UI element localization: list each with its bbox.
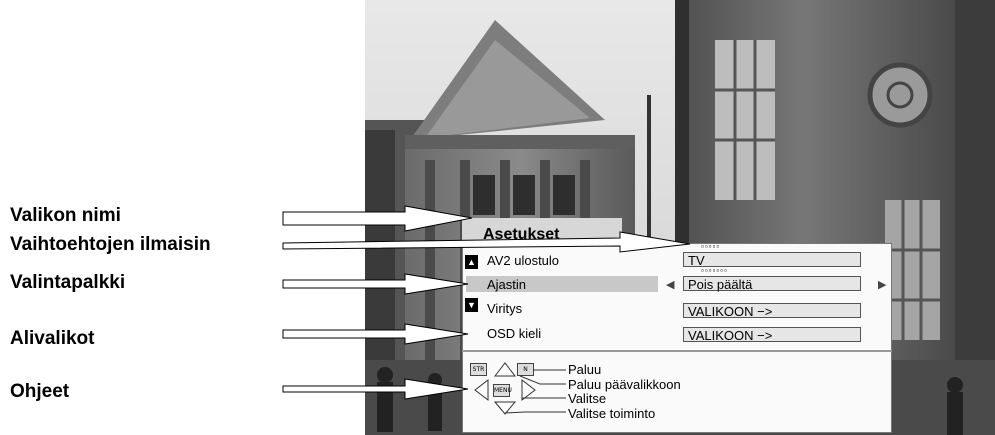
down-arrow-icon <box>493 401 517 415</box>
callout-selection-bar: Valintapalkki <box>10 272 126 293</box>
right-arrow-icon <box>521 378 536 402</box>
value-left-arrow-icon[interactable]: ◀ <box>666 279 675 291</box>
str-key-icon: STR <box>470 363 487 376</box>
menu-value-timer[interactable]: Pois päältä <box>683 276 861 292</box>
scroll-up-icon[interactable]: ▲ <box>465 255 478 269</box>
menu-row-label-timer[interactable]: Ajastin <box>487 277 527 292</box>
menu-key-icon: MENU <box>493 384 512 397</box>
arrow-instructions <box>282 378 469 400</box>
help-select-function: Valitse toiminto <box>568 406 656 421</box>
selection-bar <box>466 276 658 292</box>
arrow-submenus <box>282 323 469 345</box>
callout-submenus: Alivalikot <box>10 328 95 349</box>
option-indicator-dots-2: ▫▫▫▫▫▫▫ <box>701 266 728 275</box>
callout-option-indicator: Vaihtoehtojen ilmaisin <box>10 234 211 255</box>
menu-row-label-osd[interactable]: OSD kieli <box>487 326 542 341</box>
help-back: Paluu <box>568 362 602 377</box>
callout-instructions: Ohjeet <box>10 381 70 402</box>
menu-divider <box>462 350 892 352</box>
help-main-menu: Paluu päävalikkoon <box>568 377 681 392</box>
menu-value-osd[interactable]: VALIKOON −> <box>683 327 861 343</box>
menu-row-label-tuning[interactable]: Viritys <box>487 301 523 316</box>
arrow-option-indicator <box>282 231 691 253</box>
left-arrow-icon <box>474 378 489 402</box>
menu-row-label-av2[interactable]: AV2 ulostulo <box>487 253 560 268</box>
value-right-arrow-icon[interactable]: ▶ <box>878 279 887 291</box>
callout-menu-name: Valikon nimi <box>10 205 121 226</box>
menu-value-tuning[interactable]: VALIKOON −> <box>683 303 861 319</box>
up-arrow-icon <box>493 362 517 377</box>
menu-value-av2[interactable]: TV <box>683 252 861 268</box>
scroll-down-icon[interactable]: ▼ <box>465 298 478 312</box>
arrow-menu-name <box>282 205 473 232</box>
arrow-selection-bar <box>282 273 469 295</box>
option-indicator-dots-1: ▫▫▫▫▫ <box>701 242 721 251</box>
help-select: Valitse <box>568 391 607 406</box>
